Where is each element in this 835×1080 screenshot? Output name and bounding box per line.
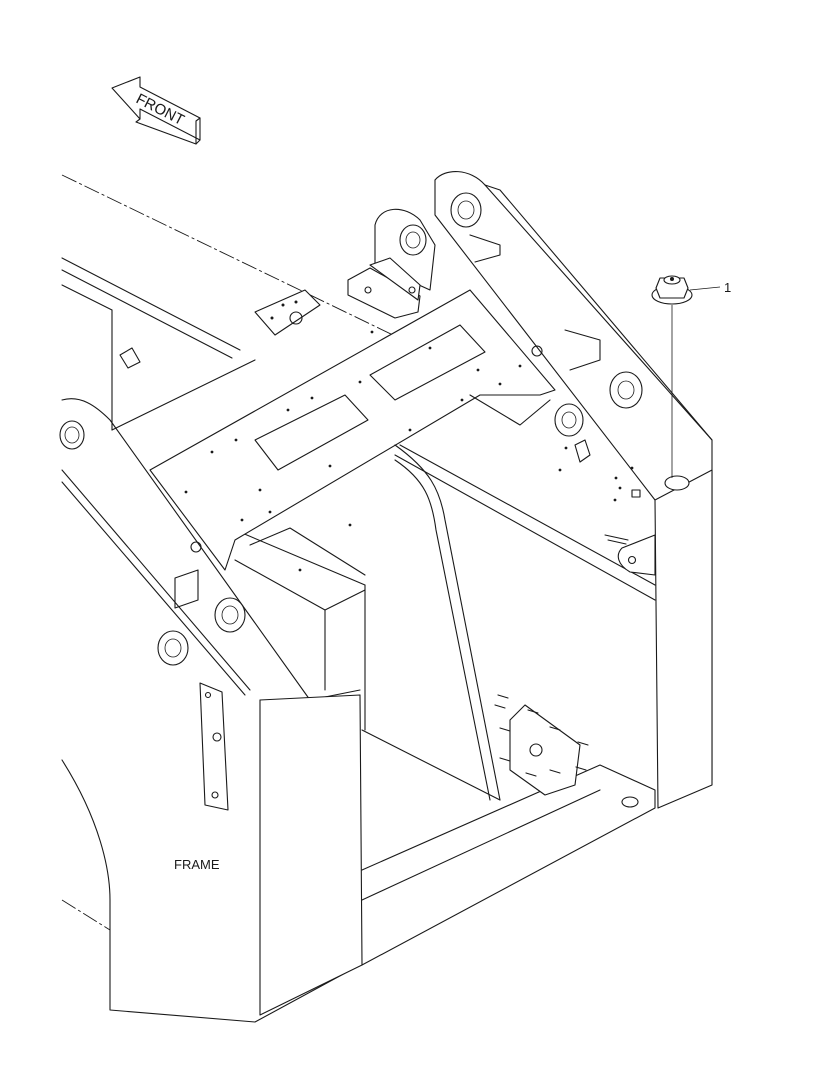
frame-label: FRAME [174, 857, 220, 872]
left-tower [59, 398, 366, 1023]
flange-nut-icon [651, 275, 693, 305]
inner-frame [199, 444, 656, 1016]
right-tower [434, 171, 713, 809]
top-cross-plate [119, 289, 556, 572]
part-1-callout: 1 [651, 275, 731, 478]
frame-rails [61, 174, 656, 601]
callout-number-1: 1 [724, 280, 731, 295]
plate-holes [184, 330, 522, 572]
front-arrow-icon: FRONT [111, 76, 201, 145]
stud-bolts [494, 694, 589, 777]
centre-brackets [347, 208, 436, 319]
